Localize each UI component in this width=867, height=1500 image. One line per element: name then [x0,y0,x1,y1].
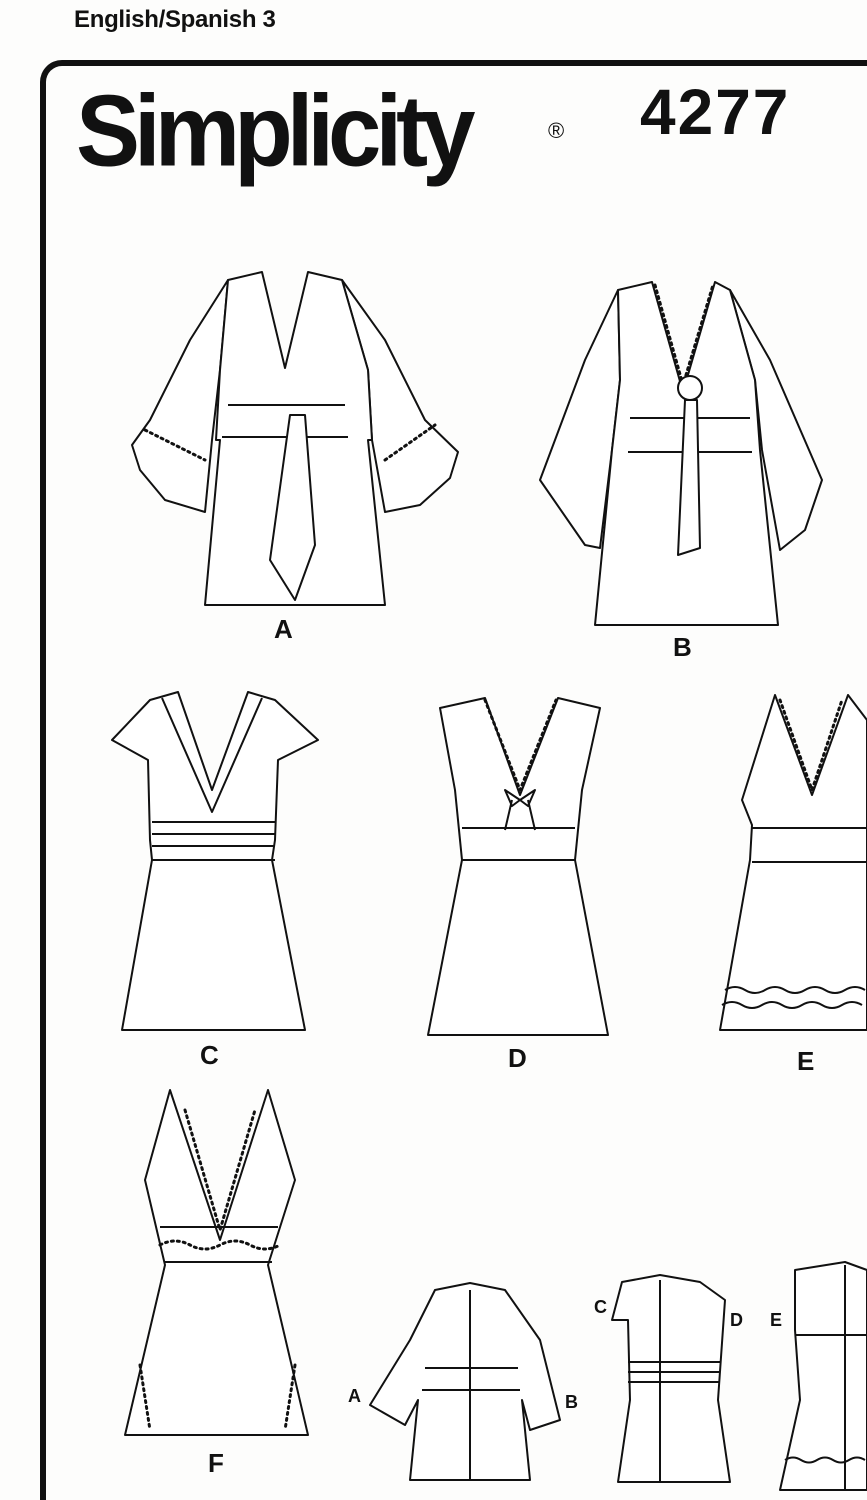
garment-line [369,1282,561,1481]
back-view-e-drawing [779,1261,867,1491]
language-page-label: English/Spanish 3 [74,6,276,33]
view-b-rosette [677,375,703,401]
back-label-e: E [770,1310,783,1330]
view-f-drawing [124,1089,309,1436]
garment-line [504,789,536,831]
view-label-f: F [208,1448,224,1478]
view-e-drawing [719,694,867,1031]
view-label-c: C [200,1040,219,1070]
page-frame [40,60,867,1500]
garment-line [677,399,701,556]
garment-line [721,1001,863,1009]
garment-line [143,428,207,462]
back-label-b: B [565,1392,578,1412]
view-label-b: B [673,632,692,662]
view-d-drawing [427,697,609,1036]
view-a-drawing [131,271,459,606]
view-b-drawing [539,281,823,626]
registered-mark: ® [548,118,565,143]
garment-line [483,698,558,792]
garment-line [183,1108,257,1232]
view-a-sleeve-left [131,279,229,513]
brand-logo: Simplicity [76,75,475,188]
view-d-body [427,697,609,1036]
garment-line [161,697,263,813]
garment-line [611,1274,731,1483]
garment-line [724,986,866,994]
view-a-sash [269,414,316,601]
garment-line [784,1456,866,1464]
garment-line [138,1363,297,1432]
back-view-cd-drawing [611,1274,731,1483]
garment-line [383,423,437,462]
garment-line [158,1239,282,1251]
back-label-c: C [594,1297,607,1317]
back-label-d: D [730,1310,743,1330]
garment-line [779,1261,867,1491]
view-label-d: D [508,1043,527,1073]
pattern-number: 4277 [640,76,791,148]
view-label-a: A [274,614,293,644]
back-view-ab-drawing [369,1282,561,1481]
view-c-drawing [111,691,319,1031]
view-label-e: E [797,1046,815,1076]
garment-line [778,698,844,792]
back-label-a: A [348,1386,361,1406]
